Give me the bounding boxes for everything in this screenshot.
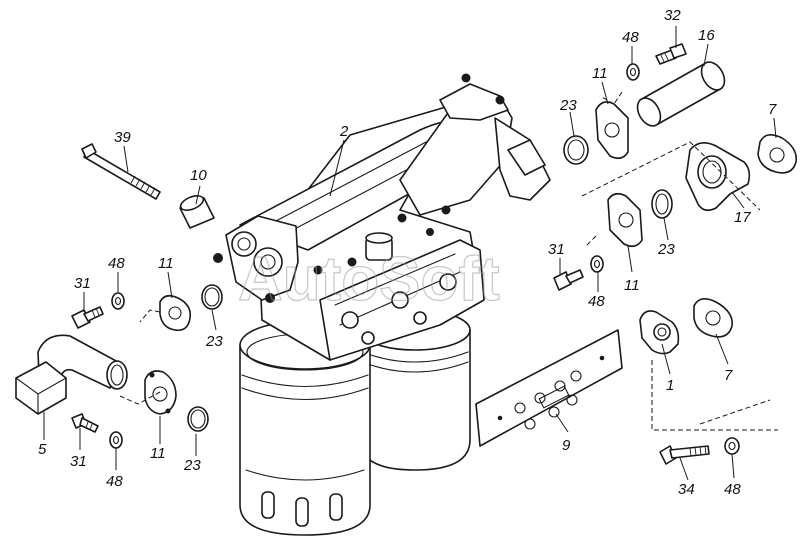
callout-11-top-right: 11 <box>592 65 608 82</box>
callout-48-bottom-right: 48 <box>724 481 741 498</box>
gasket-7-lower <box>693 298 733 338</box>
bolt-34 <box>659 445 710 465</box>
washer-48-right <box>590 255 604 273</box>
pipe-elbow-5 <box>15 334 128 415</box>
callout-9: 9 <box>562 437 571 454</box>
o-ring-23-top-right <box>563 135 589 165</box>
flange-17 <box>685 142 751 212</box>
gasket-7-top <box>757 134 798 174</box>
flange-1 <box>639 310 680 355</box>
callout-1: 1 <box>666 377 674 394</box>
gasket-11-mid-right <box>607 192 643 248</box>
watermark-text: AutoSoft <box>238 245 500 314</box>
washer-48-left <box>111 292 125 310</box>
callout-31-lower: 31 <box>70 453 87 470</box>
washer-48-lower <box>109 431 123 449</box>
assembly-lines <box>119 91 778 431</box>
washer-48-top <box>626 63 640 81</box>
gasket-11-lower <box>144 370 177 415</box>
washer-48-bottom-right <box>724 437 740 455</box>
leader-lines <box>43 26 777 481</box>
bolt-31-lower <box>71 413 99 433</box>
oil-filter-assembly <box>213 73 551 536</box>
callout-34: 34 <box>678 481 695 498</box>
callout-48-top: 48 <box>622 29 639 46</box>
bolt-31-right <box>553 269 584 291</box>
o-ring-23-lower <box>187 406 209 432</box>
bolt-32 <box>655 43 687 65</box>
callout-11-lower: 11 <box>150 445 166 462</box>
long-bolt-39 <box>81 143 161 200</box>
callout-7-top: 7 <box>768 101 777 118</box>
callout-23-lower: 23 <box>183 457 201 474</box>
callout-39: 39 <box>114 129 131 146</box>
callout-labels: 39 10 2 31 48 11 23 5 31 48 11 23 32 48 … <box>38 7 777 498</box>
spacer-sleeve-10 <box>179 195 215 229</box>
callout-10: 10 <box>190 167 207 184</box>
callout-16: 16 <box>698 27 715 44</box>
callout-31-left: 31 <box>74 275 91 292</box>
gasket-11-top-right <box>595 101 629 160</box>
callout-11-mid-right: 11 <box>624 277 640 294</box>
callout-23-top-right: 23 <box>559 97 577 114</box>
callout-48-right: 48 <box>588 293 605 310</box>
callout-48-lower: 48 <box>106 473 123 490</box>
callout-2: 2 <box>339 123 349 140</box>
callout-11-left: 11 <box>158 255 174 272</box>
gasket-plate-9 <box>475 329 623 447</box>
gasket-11-left <box>159 294 192 332</box>
callout-31-right: 31 <box>548 241 565 258</box>
callout-23-mid-right: 23 <box>657 241 675 258</box>
bolt-31-left <box>71 306 104 329</box>
sleeve-16 <box>636 61 726 127</box>
o-ring-23-mid-right <box>651 189 673 219</box>
callout-48-left: 48 <box>108 255 125 272</box>
callout-17: 17 <box>734 209 751 226</box>
callout-7-lower: 7 <box>724 367 733 384</box>
callout-5: 5 <box>38 441 47 458</box>
callout-32: 32 <box>664 7 681 24</box>
callout-23-left: 23 <box>205 333 223 350</box>
o-ring-23-left <box>201 284 223 310</box>
